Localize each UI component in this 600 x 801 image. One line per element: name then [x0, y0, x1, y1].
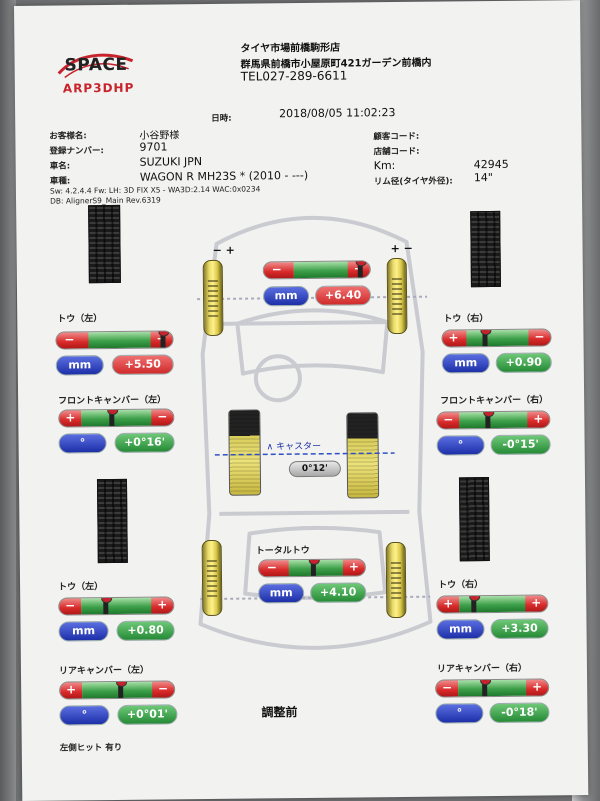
- wheel-front-right: [386, 257, 408, 335]
- footer-note: 左側ヒット 有り: [59, 742, 123, 754]
- caster-value: 0°12': [301, 463, 328, 475]
- unit-label: mm: [72, 624, 96, 638]
- rear-toe-left-unit: mm: [58, 621, 109, 642]
- rear-camber-left-value-pill: +0°01': [117, 704, 178, 725]
- reg-value: 9701: [139, 140, 168, 154]
- front-total-toe-unit: mm: [262, 285, 310, 307]
- front-total-sign-plus: + −: [390, 241, 413, 256]
- wheel-rear-left: [201, 539, 223, 617]
- rear-toe-left-value-pill: +0.80: [116, 620, 175, 641]
- front-total-toe-value-pill: +6.40: [314, 285, 372, 306]
- model-value: WAGON R MH23S * (2010 - ---): [139, 168, 309, 184]
- rear-camber-right-value-pill: -0°18': [489, 702, 550, 724]
- front-toe-left-value: +5.50: [124, 357, 161, 371]
- rear-total-toe-gauge: − +: [257, 558, 366, 578]
- rear-toe-left-label: トウ（左）: [58, 582, 104, 593]
- unit-label: mm: [449, 622, 473, 636]
- logo-sub: ARP3DHP: [62, 80, 135, 96]
- rear-total-toe-value-pill: +4.10: [310, 582, 367, 603]
- customer-value: 小谷野様: [139, 130, 180, 142]
- rear-camber-left-gauge: + −: [59, 680, 176, 700]
- unit-label: mm: [454, 356, 478, 370]
- rear-toe-right-value: +3.30: [501, 621, 538, 635]
- maker-label: 車名:: [49, 161, 71, 172]
- front-camber-left-value: +0°16': [123, 435, 166, 449]
- reg-label: 登録ナンバー:: [49, 146, 104, 157]
- store-code-label: 店舗コード:: [373, 146, 420, 158]
- software-line: Sw: 4.2.4.4 Fw: LH: 3D FIX X5 - WA3D:2.1…: [49, 184, 261, 196]
- wheel-front-left: [202, 259, 224, 337]
- tire-front-left-image: [88, 204, 121, 284]
- date-label: 日時:: [211, 113, 232, 124]
- front-toe-left-label: トウ（左）: [57, 314, 103, 325]
- rear-camber-right-gauge: − +: [435, 678, 550, 698]
- rim-label: リム径(タイヤ外径):: [373, 176, 453, 188]
- unit-label: mm: [274, 289, 298, 303]
- rear-total-toe-label: トータルトウ: [255, 545, 310, 557]
- shop-tel: TEL027-289-6611: [240, 68, 348, 84]
- rear-camber-left-label: リアキャンバー（左）: [58, 665, 150, 677]
- front-camber-left-unit: °: [58, 433, 107, 454]
- tire-front-right-image: [470, 210, 501, 288]
- front-total-sign-minus: − +: [212, 243, 235, 257]
- unit-label: mm: [68, 358, 92, 372]
- rear-camber-right-value: -0°18': [501, 705, 538, 719]
- rear-toe-left-gauge: − +: [58, 596, 175, 616]
- rim-value: 14": [473, 170, 493, 185]
- background-left: [0, 0, 16, 801]
- front-total-toe-value: +6.40: [324, 288, 362, 302]
- unit-label: °: [79, 436, 86, 450]
- front-camber-left-value-pill: +0°16': [114, 432, 175, 453]
- logo-swoosh-icon: [57, 53, 134, 79]
- km-value: 42945: [473, 157, 509, 172]
- wheel-rear-right: [385, 541, 407, 619]
- rear-total-toe-unit: mm: [258, 582, 305, 604]
- rear-toe-right-unit: mm: [436, 619, 485, 640]
- status-label: 調整前: [261, 705, 298, 720]
- unit-label: °: [457, 438, 464, 452]
- model-label: 車種:: [49, 176, 71, 187]
- rear-toe-left-value: +0.80: [127, 623, 164, 637]
- unit-label: °: [456, 706, 463, 720]
- front-camber-left-label: フロントキャンバー（左）: [58, 395, 167, 407]
- unit-label: °: [81, 708, 88, 722]
- front-toe-right-unit: mm: [441, 353, 490, 374]
- front-camber-right-label: フロントキャンバー（右）: [440, 395, 549, 407]
- rear-camber-right-unit: °: [435, 703, 484, 724]
- front-camber-right-unit: °: [436, 435, 485, 456]
- unit-label: mm: [269, 586, 293, 600]
- caster-value-pill: 0°12': [288, 460, 341, 478]
- maker-value: SUZUKI JPN: [139, 155, 203, 169]
- front-camber-right-gauge: − +: [436, 410, 551, 430]
- customer-label: お客様名:: [49, 131, 87, 142]
- front-camber-right-value-pill: -0°15': [490, 434, 551, 456]
- shop-name: タイヤ市場前橋駒形店: [240, 42, 341, 55]
- tire-rear-right-image: [458, 477, 490, 562]
- printout-sheet: SPACE ARP3DHP タイヤ市場前橋駒形店 群馬県前橋市小屋原町421ガー…: [14, 0, 589, 801]
- rear-toe-right-gauge: + +: [436, 594, 549, 614]
- front-total-toe-gauge: − +: [262, 260, 371, 280]
- front-toe-left-unit: mm: [55, 355, 104, 376]
- front-camber-right-value: -0°15': [502, 437, 539, 451]
- rear-camber-left-value: +0°01': [126, 707, 169, 721]
- caster-line-icon: [214, 452, 395, 456]
- front-toe-right-value: +0.90: [505, 355, 542, 369]
- front-toe-right-gauge: + −: [441, 328, 552, 348]
- rear-camber-right-label: リアキャンバー（右）: [436, 663, 528, 675]
- km-label: Km:: [373, 159, 396, 173]
- date-value: 2018/08/05 11:02:23: [279, 106, 396, 121]
- tire-rear-left-image: [96, 478, 128, 564]
- front-toe-left-gauge: − +: [55, 330, 174, 350]
- rear-toe-right-label: トウ（右）: [438, 580, 484, 591]
- front-toe-left-value-pill: +5.50: [111, 354, 174, 375]
- rear-total-toe-value: +4.10: [319, 585, 357, 599]
- customer-code-label: 顧客コード:: [373, 131, 420, 143]
- front-camber-left-gauge: + −: [58, 408, 175, 428]
- logo-main: SPACE: [64, 54, 128, 76]
- front-toe-right-value-pill: +0.90: [495, 352, 552, 373]
- front-toe-right-label: トウ（右）: [443, 314, 489, 325]
- rear-toe-right-value-pill: +3.30: [490, 618, 549, 640]
- rear-camber-left-unit: °: [59, 705, 110, 726]
- caster-label: ∧ キャスター: [266, 441, 322, 453]
